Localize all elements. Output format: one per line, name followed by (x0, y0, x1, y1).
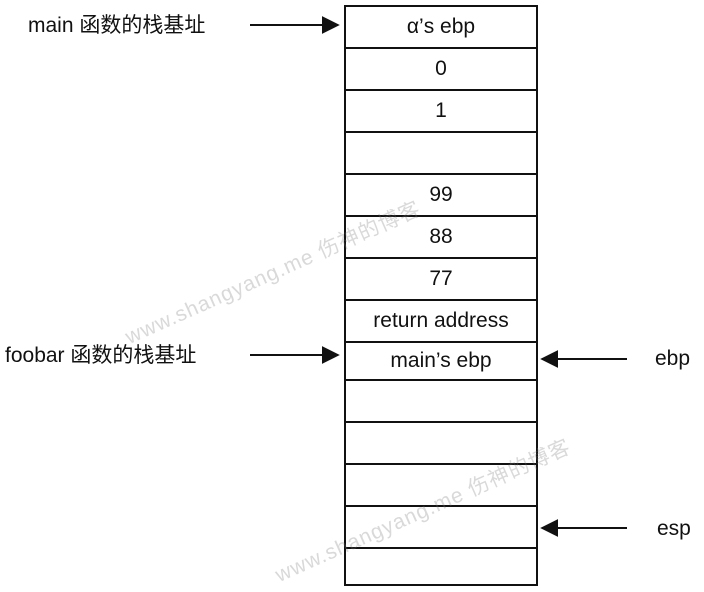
stack-separator (346, 505, 536, 507)
stack-cell-empty (346, 381, 536, 421)
foobar-frame-label: foobar 函数的栈基址 (5, 344, 197, 367)
stack-table: α’s ebp 0 1 99 88 77 return address main… (344, 5, 538, 586)
stack-cell-alpha-ebp: α’s ebp (406, 15, 476, 38)
ebp-label: ebp (655, 347, 691, 370)
stack-separator (346, 341, 536, 343)
stack-cell-return-address: return address (373, 309, 509, 332)
stack-separator (346, 215, 536, 217)
stack-cell-0: 0 (435, 57, 447, 80)
stack-cell-empty (346, 133, 536, 173)
stack-separator (346, 299, 536, 301)
stack-separator (346, 463, 536, 465)
stack-cell-empty (346, 549, 536, 584)
stack-cell-77: 77 (429, 267, 453, 290)
stack-separator (346, 547, 536, 549)
stack-cell-88: 88 (429, 225, 453, 248)
esp-label: esp (657, 517, 691, 540)
stack-separator (346, 379, 536, 381)
stack-cell-99: 99 (429, 183, 453, 206)
stack-cell-1: 1 (435, 99, 447, 122)
stack-separator (346, 47, 536, 49)
stack-separator (346, 173, 536, 175)
main-frame-label: main 函数的栈基址 (28, 14, 206, 37)
stack-cell-main-ebp: main’s ebp (390, 349, 492, 372)
stack-separator (346, 131, 536, 133)
stack-separator (346, 257, 536, 259)
stack-separator (346, 421, 536, 423)
stack-separator (346, 89, 536, 91)
